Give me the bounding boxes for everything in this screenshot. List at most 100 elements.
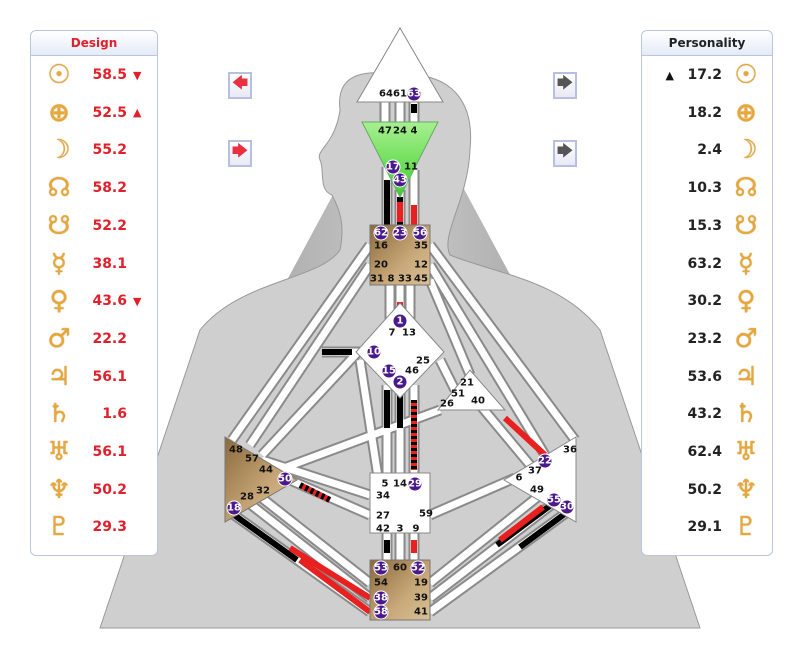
- gate-number: 8: [388, 274, 395, 285]
- design-row-mercury: ☿38.1: [43, 246, 133, 282]
- gate-43[interactable]: 43: [392, 172, 408, 188]
- gate-33[interactable]: 33: [398, 272, 412, 286]
- gate-4[interactable]: 4: [407, 124, 421, 138]
- gate-25[interactable]: 25: [416, 354, 430, 368]
- design-venus-value: 43.6: [92, 293, 127, 310]
- gate-44[interactable]: 44: [259, 463, 273, 477]
- gate-number: 25: [416, 356, 430, 367]
- gate-activation-marker: [537, 453, 553, 469]
- gate-42[interactable]: 42: [376, 522, 390, 536]
- gate-number: 27: [376, 511, 390, 522]
- uranus-icon: ♅: [47, 437, 71, 467]
- gate-20[interactable]: 20: [374, 258, 388, 272]
- gate-47[interactable]: 47: [378, 124, 392, 138]
- gate-56[interactable]: 56: [412, 225, 428, 241]
- gate-18[interactable]: 18: [226, 500, 242, 516]
- pluto-icon: ♇: [734, 512, 758, 543]
- gate-5[interactable]: 5: [378, 477, 392, 491]
- gate-number: 47: [378, 126, 392, 137]
- gate-58[interactable]: 58: [373, 604, 389, 620]
- gate-15[interactable]: 15: [381, 363, 397, 379]
- personality-prev-button[interactable]: 🡆: [553, 72, 577, 99]
- gate-60[interactable]: 60: [393, 561, 407, 575]
- gate-64[interactable]: 64: [379, 87, 393, 101]
- gate-54[interactable]: 54: [374, 576, 388, 590]
- design-uranus-value: 56.1: [92, 444, 127, 460]
- design-prev-button[interactable]: 🡄: [228, 72, 252, 99]
- gate-number: 18: [227, 503, 241, 514]
- gate-number: 13: [402, 328, 416, 339]
- personality-earth-value: 18.2: [687, 104, 722, 121]
- gate-2[interactable]: 2: [392, 374, 408, 390]
- gate-53[interactable]: 53: [373, 560, 389, 576]
- personality-row-mercury: 63.2☿: [674, 246, 762, 282]
- gate-46[interactable]: 46: [405, 364, 419, 378]
- gate-3[interactable]: 3: [393, 522, 407, 536]
- gate-49[interactable]: 49: [530, 483, 544, 497]
- design-next-button[interactable]: 🡆: [228, 140, 252, 167]
- gate-6[interactable]: 6: [512, 471, 526, 485]
- gate-48[interactable]: 48: [229, 443, 243, 457]
- gate-39[interactable]: 39: [414, 591, 428, 605]
- design-row-pluto: ♇29.3: [43, 509, 133, 545]
- gate-8[interactable]: 8: [384, 272, 398, 286]
- gate-number: 7: [389, 328, 396, 339]
- gate-number: 53: [374, 563, 388, 574]
- gate-57[interactable]: 57: [245, 452, 259, 466]
- gate-29[interactable]: 29: [407, 476, 423, 492]
- gate-number: 64: [379, 89, 393, 100]
- gate-24[interactable]: 24: [393, 124, 407, 138]
- gate-7[interactable]: 7: [385, 326, 399, 340]
- gate-number: 10: [367, 347, 381, 358]
- gate-61[interactable]: 61: [393, 87, 407, 101]
- gate-30[interactable]: 30: [559, 499, 575, 515]
- gate-27[interactable]: 27: [376, 509, 390, 523]
- gate-28[interactable]: 28: [240, 490, 254, 504]
- gate-10[interactable]: 10: [366, 344, 382, 360]
- gate-19[interactable]: 19: [414, 576, 428, 590]
- triangle-up-icon: ▲: [133, 106, 142, 120]
- gate-number: 46: [405, 366, 419, 377]
- gate-16[interactable]: 16: [374, 239, 388, 253]
- gate-55[interactable]: 55: [546, 492, 562, 508]
- gate-14[interactable]: 14: [393, 477, 407, 491]
- gate-45[interactable]: 45: [414, 272, 428, 286]
- gate-9[interactable]: 9: [409, 522, 423, 536]
- gate-17[interactable]: 17: [385, 159, 401, 175]
- gate-51[interactable]: 51: [451, 387, 465, 401]
- gate-34[interactable]: 34: [376, 489, 390, 503]
- jupiter-icon: ♃: [47, 361, 71, 392]
- gate-number: 51: [451, 389, 465, 400]
- gate-32[interactable]: 32: [256, 484, 270, 498]
- personality-row-sun: ▲17.2☉: [666, 57, 762, 93]
- gate-13[interactable]: 13: [402, 326, 416, 340]
- gate-number: 14: [393, 479, 407, 490]
- gate-1[interactable]: 1: [392, 313, 408, 329]
- gate-59[interactable]: 59: [419, 507, 433, 521]
- gate-23[interactable]: 23: [392, 225, 408, 241]
- gate-21[interactable]: 21: [460, 376, 474, 390]
- gate-12[interactable]: 12: [414, 258, 428, 272]
- triangle-up-icon: ▲: [665, 68, 674, 82]
- gate-63[interactable]: 63: [406, 86, 422, 102]
- neptune-icon: ♆: [734, 474, 758, 505]
- gate-50[interactable]: 50: [277, 471, 293, 487]
- gate-52[interactable]: 52: [410, 560, 426, 576]
- gate-22[interactable]: 22: [537, 453, 553, 469]
- gate-26[interactable]: 26: [440, 397, 454, 411]
- gate-35[interactable]: 35: [414, 239, 428, 253]
- gate-11[interactable]: 11: [404, 160, 418, 174]
- gate-31[interactable]: 31: [370, 272, 384, 286]
- gate-40[interactable]: 40: [471, 394, 485, 408]
- personality-next-button[interactable]: 🡆: [553, 140, 577, 167]
- gate-41[interactable]: 41: [414, 605, 428, 619]
- gate-62[interactable]: 62: [373, 225, 389, 241]
- gate-38[interactable]: 38: [373, 590, 389, 606]
- gate-activation-marker: [392, 313, 408, 329]
- gate-number: 23: [393, 228, 407, 239]
- personality-row-earth: 18.2⊕: [674, 95, 762, 131]
- gate-37[interactable]: 37: [528, 464, 542, 478]
- gate-36[interactable]: 36: [563, 443, 577, 457]
- mars-icon: ♂: [734, 323, 758, 354]
